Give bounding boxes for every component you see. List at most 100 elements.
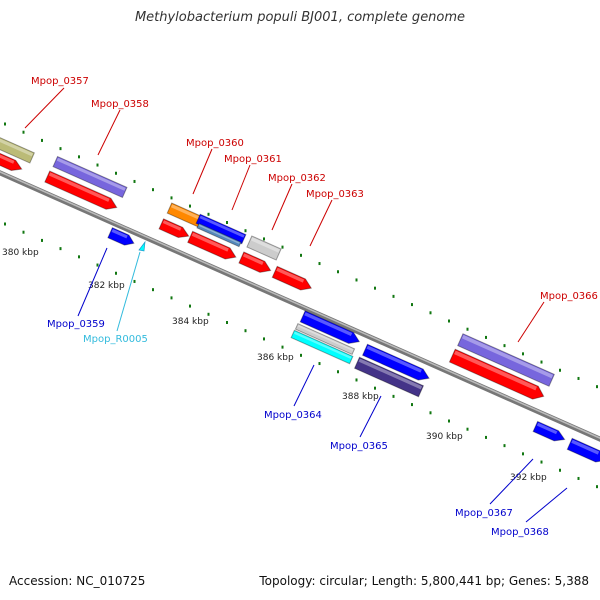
gene-label-mpop-0361[interactable]: Mpop_0361 <box>224 154 282 165</box>
tick-mark-forward <box>207 212 210 216</box>
tick-mark-forward <box>41 138 43 142</box>
gene-arrow-mpop-0363[interactable] <box>271 265 313 293</box>
gene-label-mpop-0366-leader <box>517 301 545 343</box>
tick-mark-reverse <box>318 362 321 366</box>
gene-label-mpop-0367-leader <box>489 458 534 505</box>
gene-label-mpop-0358[interactable]: Mpop_0358 <box>91 99 149 110</box>
gene-label-mpop-0368[interactable]: Mpop_0368 <box>491 527 549 538</box>
tick-mark-forward <box>466 327 469 331</box>
tick-mark-forward <box>115 171 117 175</box>
gene-label-mpop-0359[interactable]: Mpop_0359 <box>47 319 105 330</box>
tick-mark-reverse <box>152 288 154 292</box>
gene-arrow-mpop-0364-band[interactable] <box>294 322 356 356</box>
gene-arrow-mpop-0366-upper[interactable] <box>457 333 555 387</box>
tick-mark-reverse <box>596 485 598 489</box>
tick-mark-forward <box>244 229 247 233</box>
tick-mark-forward <box>59 147 62 151</box>
gene-arrow-mpop-0364-upper[interactable] <box>299 310 362 347</box>
gene-labels: Mpop_0357Mpop_0358Mpop_0360Mpop_0361Mpop… <box>24 76 598 538</box>
tick-mark-reverse <box>503 444 506 448</box>
tick-mark-reverse <box>522 452 524 456</box>
gene-label-mpop-0363[interactable]: Mpop_0363 <box>306 189 364 200</box>
tick-mark-reverse <box>485 435 487 439</box>
tick-mark-forward <box>540 360 543 364</box>
tick-mark-forward <box>78 155 80 159</box>
tick-mark-reverse <box>577 476 580 480</box>
gene-label-mpop-0364[interactable]: Mpop_0364 <box>264 410 322 421</box>
tick-mark-reverse <box>4 222 6 226</box>
tick-mark-forward <box>189 204 191 208</box>
gene-label-mpop-0365[interactable]: Mpop_0365 <box>330 441 388 452</box>
gene-arrow-mpop-0368[interactable] <box>566 437 600 465</box>
tick-mark-reverse <box>115 271 117 275</box>
gene-label-mpop-0359-leader <box>77 247 108 317</box>
scale-label: 382 kbp <box>88 281 125 291</box>
gene-arrow-mpop-0361-upper[interactable] <box>195 213 247 245</box>
gene-arrow-mpop-0365[interactable] <box>353 356 425 398</box>
tick-mark-reverse <box>189 304 191 308</box>
scale-label: 386 kbp <box>257 353 294 363</box>
gene-arrow-mpop-0366[interactable] <box>448 348 546 402</box>
gene-arrow-mpop-0360[interactable] <box>158 218 191 241</box>
tick-row-forward <box>4 122 598 389</box>
gene-label-mpop-r0005-leader <box>116 251 141 332</box>
gene-label-mpop-0360-leader <box>192 148 213 195</box>
gene-arrow-mpop-0364[interactable] <box>290 329 354 365</box>
gene-arrow-mpop-0365-upper[interactable] <box>361 343 432 383</box>
tick-mark-reverse <box>41 238 43 242</box>
tick-mark-reverse <box>559 468 561 472</box>
tick-mark-reverse <box>540 460 543 464</box>
tick-mark-reverse <box>96 263 99 267</box>
tick-mark-forward <box>133 179 136 183</box>
gene-arrow-mpop-0361[interactable] <box>187 230 239 262</box>
tick-mark-forward <box>392 294 395 298</box>
gene-arrow-mpop-0362-upper[interactable] <box>246 235 282 261</box>
tick-mark-reverse <box>392 394 395 398</box>
tick-mark-forward <box>596 385 598 389</box>
gene-label-mpop-0362[interactable]: Mpop_0362 <box>268 173 326 184</box>
gene-arrow-mpop-0357[interactable] <box>0 151 24 174</box>
tick-mark-forward <box>374 286 376 290</box>
scale-label: 392 kbp <box>510 473 547 483</box>
gene-label-mpop-0366[interactable]: Mpop_0366 <box>540 291 598 302</box>
tick-mark-reverse <box>263 337 265 341</box>
gene-label-mpop-r0005[interactable]: Mpop_R0005 <box>83 334 148 345</box>
tick-mark-forward <box>300 253 302 257</box>
tick-mark-forward <box>96 163 99 167</box>
scale-label: 390 kbp <box>426 432 463 442</box>
gene-label-mpop-0362-leader <box>271 183 293 231</box>
gene-label-mpop-0357[interactable]: Mpop_0357 <box>31 76 89 87</box>
gene-arrow-mpop-0362[interactable] <box>238 251 273 276</box>
gene-label-mpop-0368-leader <box>525 487 568 523</box>
rna-marker-mpop-r0005[interactable] <box>138 240 146 252</box>
tick-mark-forward <box>355 278 358 282</box>
gene-arrow-mpop-0357-upper[interactable] <box>0 134 35 164</box>
tick-mark-reverse <box>466 427 469 431</box>
accession-text: Accession: NC_010725 <box>9 574 146 588</box>
gene-label-mpop-0367[interactable]: Mpop_0367 <box>455 508 513 519</box>
tick-mark-forward <box>411 303 413 307</box>
gene-arrow-mpop-0358-upper[interactable] <box>52 155 128 199</box>
gene-arrow-mpop-0361-band[interactable] <box>196 222 242 248</box>
tick-mark-forward <box>4 122 6 126</box>
tick-mark-reverse <box>355 378 358 382</box>
tick-mark-reverse <box>133 279 136 283</box>
genome-backbone-highlight <box>0 171 600 439</box>
gene-label-mpop-0361-leader <box>231 164 251 211</box>
tick-row-reverse <box>4 222 598 489</box>
tick-mark-reverse <box>170 296 173 300</box>
gene-arrow-mpop-0358[interactable] <box>44 170 119 213</box>
tick-mark-forward <box>485 335 487 339</box>
gene-arrow-mpop-0359[interactable] <box>107 227 136 249</box>
tick-mark-forward <box>448 319 450 323</box>
tick-mark-forward <box>429 311 432 315</box>
tick-mark-reverse <box>78 255 80 259</box>
tick-mark-forward <box>152 188 154 192</box>
tick-mark-forward <box>503 344 506 348</box>
gene-arrow-mpop-0367[interactable] <box>532 420 567 444</box>
tick-mark-forward <box>170 196 173 200</box>
tick-mark-reverse <box>374 386 376 390</box>
gene-label-mpop-0360[interactable]: Mpop_0360 <box>186 138 244 149</box>
tick-mark-reverse <box>281 345 284 349</box>
